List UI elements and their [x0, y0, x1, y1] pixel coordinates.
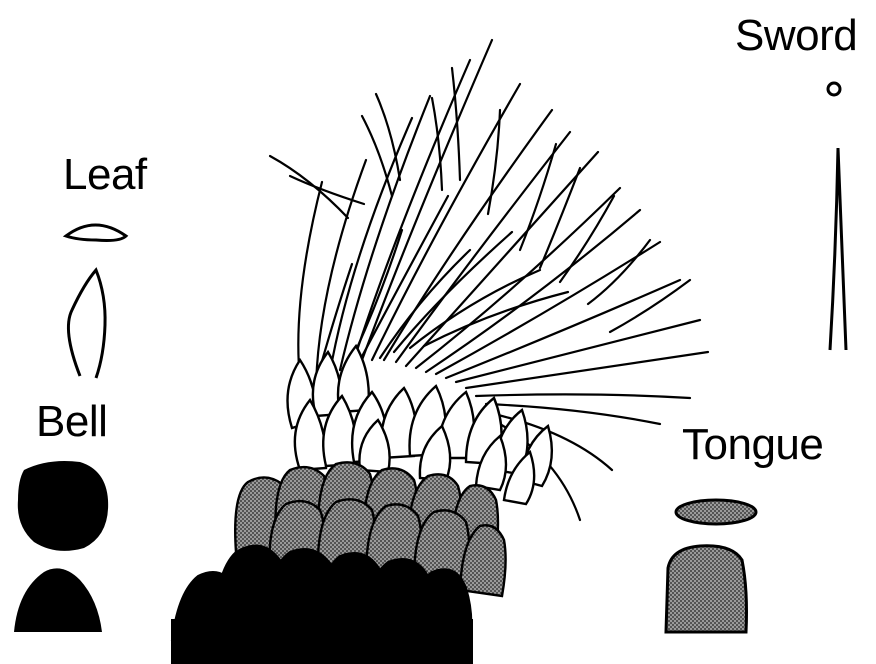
sword-scale-section — [828, 83, 840, 95]
tongue-scale-section — [676, 500, 756, 524]
bell-scale-dome — [14, 568, 102, 632]
leaf-scale-outline — [68, 270, 105, 378]
tongue-scale-block — [666, 546, 747, 632]
leaf-scale-section — [66, 225, 126, 241]
bell-scale-round — [18, 461, 108, 551]
sword-scale-blade — [830, 148, 846, 350]
